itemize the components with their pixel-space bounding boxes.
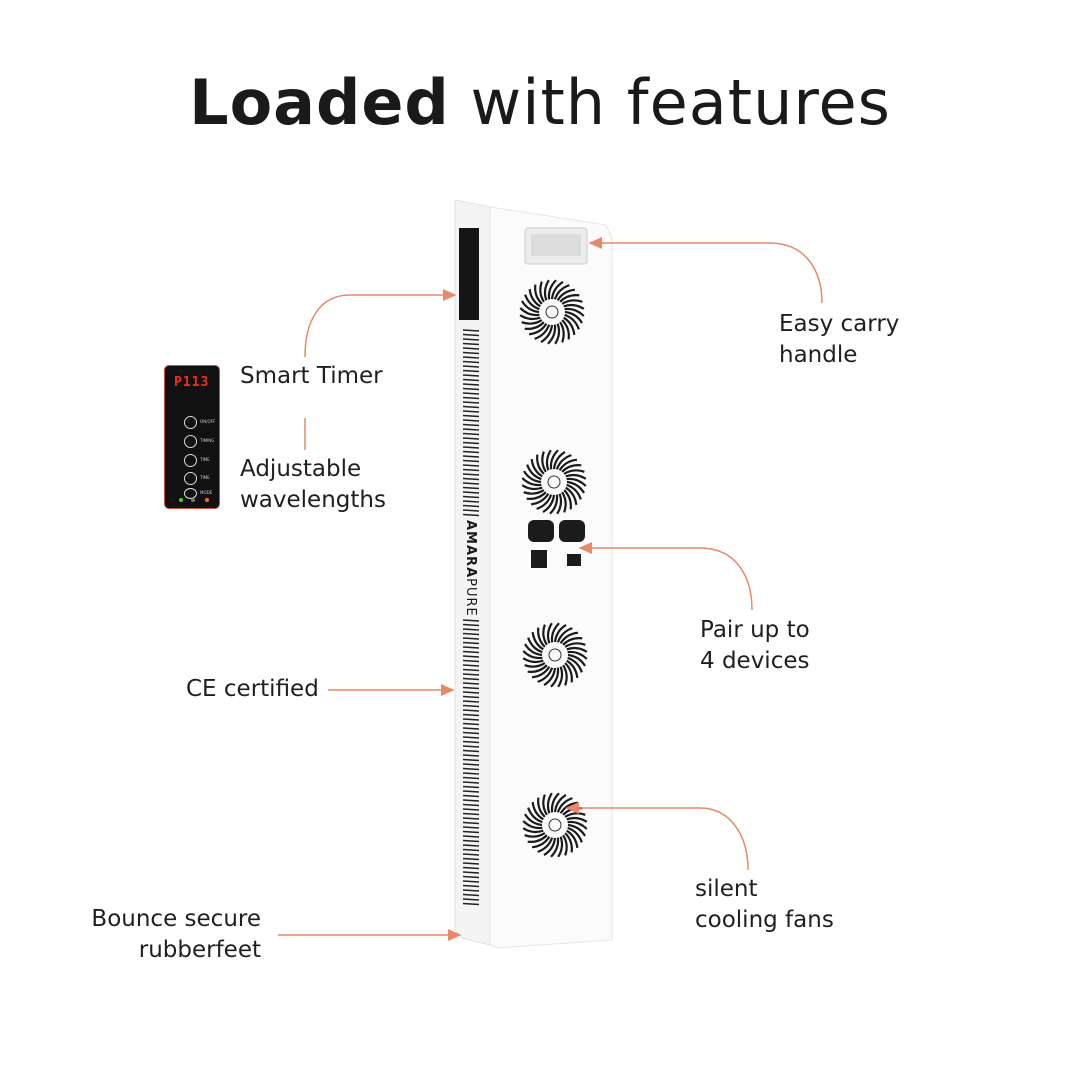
feature-fans: silent cooling fans xyxy=(695,874,834,936)
timer-display: P113 xyxy=(174,375,210,390)
cooling-fan-icon xyxy=(522,622,588,688)
feature-feet: Bounce secure rubberfeet xyxy=(86,904,261,966)
title-rest: with features xyxy=(470,66,891,139)
side-vents xyxy=(462,329,480,906)
panel-label: ON/OFF xyxy=(200,419,216,424)
feature-handle-line2: handle xyxy=(779,342,858,368)
page-title: Loaded with features xyxy=(0,66,1080,139)
device-face xyxy=(489,206,613,949)
feature-feet-line2: rubberfeet xyxy=(138,937,261,963)
feature-feet-line1: Bounce secure xyxy=(91,906,261,932)
panel-label: TIME xyxy=(200,457,210,462)
feature-wavelengths-line2: wavelengths xyxy=(240,487,386,513)
panel-label: TIME xyxy=(200,475,210,480)
feature-handle: Easy carry handle xyxy=(779,309,899,371)
timer-control-panel: P113 ON/OFF TIMING TIME TIME MODE xyxy=(164,365,220,509)
feature-pair-line2: 4 devices xyxy=(700,648,810,674)
brand-bold: AMARA xyxy=(463,520,478,579)
status-led xyxy=(191,498,195,502)
feature-pair-line1: Pair up to xyxy=(700,617,810,643)
status-led-green xyxy=(179,498,183,502)
panel-label: TIMING xyxy=(200,438,215,443)
brand-logo: AMARAPURE xyxy=(463,520,478,617)
power-switch xyxy=(531,550,547,568)
feature-timer: Smart Timer xyxy=(240,363,383,389)
feature-pair: Pair up to 4 devices xyxy=(700,615,810,677)
power-socket-in xyxy=(528,520,554,542)
panel-label: MODE xyxy=(200,490,213,495)
side-control-panel xyxy=(459,228,479,320)
feature-fans-line1: silent xyxy=(695,876,758,902)
feature-ce: CE certified xyxy=(186,676,319,702)
timing-button-icon xyxy=(184,435,197,448)
feature-handle-line1: Easy carry xyxy=(779,311,900,337)
power-socket-out xyxy=(559,520,585,542)
brand-light: PURE xyxy=(463,578,478,617)
feature-fans-line2: cooling fans xyxy=(695,907,834,933)
power-button-icon xyxy=(184,416,197,429)
feature-wavelengths-line1: Adjustable xyxy=(240,456,362,482)
time-down-button-icon xyxy=(184,472,197,485)
status-led-red xyxy=(205,498,209,502)
time-up-button-icon xyxy=(184,454,197,467)
title-bold: Loaded xyxy=(189,66,450,139)
callout-lines xyxy=(278,237,823,941)
cooling-fan-icon xyxy=(521,449,587,515)
mode-button-icon xyxy=(184,488,197,499)
cooling-fan-icon xyxy=(519,279,585,345)
feature-wavelengths: Adjustable wavelengths xyxy=(240,454,386,516)
